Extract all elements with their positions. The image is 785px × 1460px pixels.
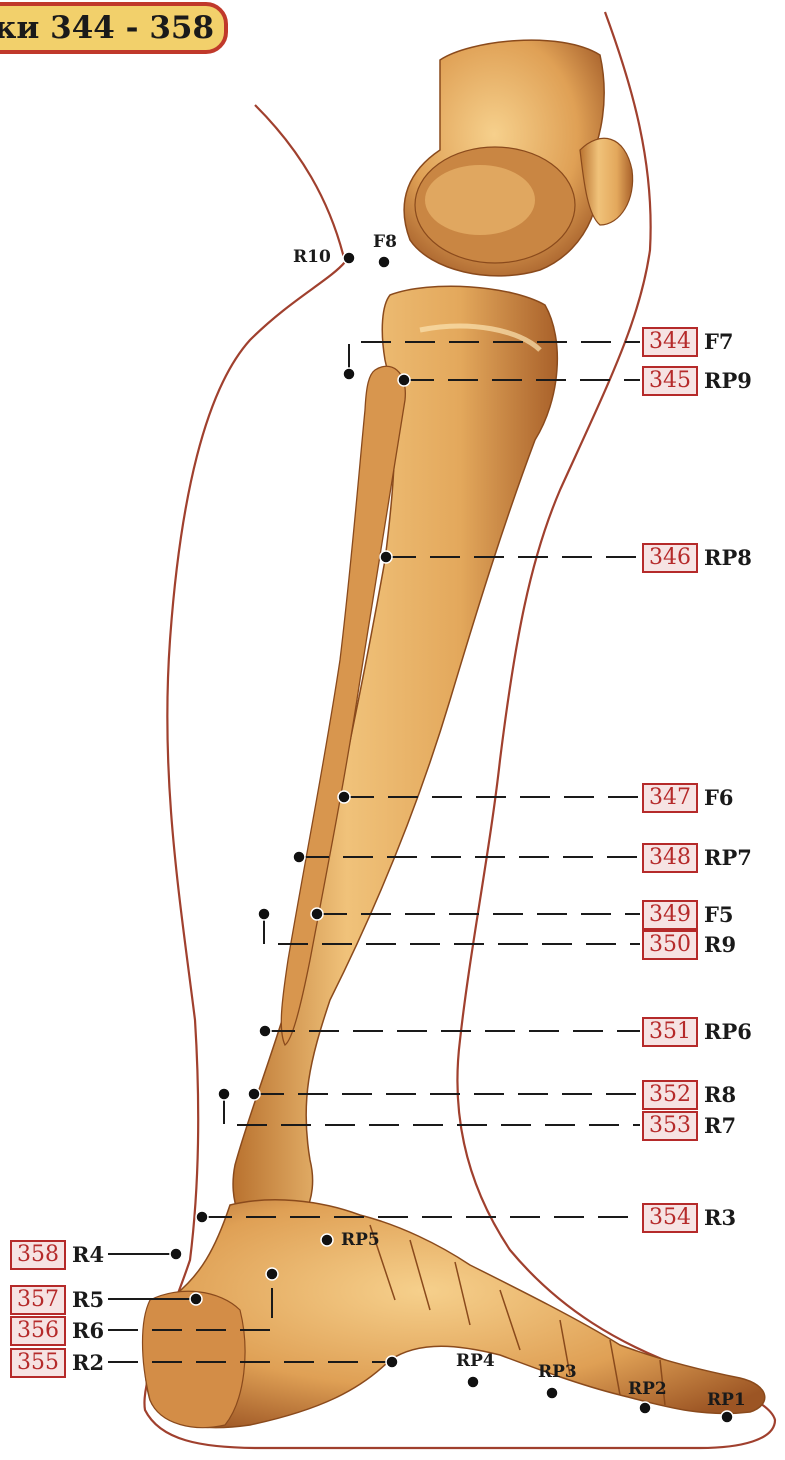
point-number-356: 356 [10, 1316, 66, 1346]
point-number-346: 346 [642, 543, 698, 573]
point-code-f7: F7 [704, 329, 734, 355]
point-rp5 [321, 1234, 333, 1246]
point-number-344: 344 [642, 327, 698, 357]
point-label-f8: F8 [373, 232, 397, 252]
point-code-rp9: RP9 [704, 368, 752, 394]
point-353 [218, 1088, 230, 1100]
point-348 [293, 851, 305, 863]
point-label-rp4: RP4 [456, 1351, 495, 1371]
point-code-r4: R4 [72, 1242, 104, 1268]
point-356 [266, 1268, 278, 1280]
point-rp3 [546, 1387, 558, 1399]
point-358 [170, 1248, 182, 1260]
point-label-rp5: RP5 [341, 1230, 380, 1250]
point-label-rp1: RP1 [707, 1390, 746, 1410]
point-number-353: 353 [642, 1111, 698, 1141]
foot-bones [143, 1200, 765, 1428]
point-code-rp6: RP6 [704, 1019, 752, 1045]
point-345 [398, 374, 410, 386]
point-code-r9: R9 [704, 932, 736, 958]
point-number-357: 357 [10, 1285, 66, 1315]
point-352 [248, 1088, 260, 1100]
point-code-r7: R7 [704, 1113, 736, 1139]
point-code-rp8: RP8 [704, 545, 752, 571]
point-number-347: 347 [642, 783, 698, 813]
point-number-349: 349 [642, 900, 698, 930]
point-357 [190, 1293, 202, 1305]
point-344 [343, 368, 355, 380]
point-354 [196, 1211, 208, 1223]
point-350 [258, 908, 270, 920]
femur-bone [404, 40, 633, 276]
point-number-351: 351 [642, 1017, 698, 1047]
point-code-r3: R3 [704, 1205, 736, 1231]
title-badge: ки 344 - 358 [0, 2, 228, 54]
point-code-f6: F6 [704, 785, 734, 811]
point-number-348: 348 [642, 843, 698, 873]
point-code-r6: R6 [72, 1318, 104, 1344]
point-code-r5: R5 [72, 1287, 104, 1313]
point-rp4 [467, 1376, 479, 1388]
point-r10 [343, 252, 355, 264]
point-number-358: 358 [10, 1240, 66, 1270]
point-number-354: 354 [642, 1203, 698, 1233]
point-349 [311, 908, 323, 920]
point-347 [338, 791, 350, 803]
point-number-355: 355 [10, 1348, 66, 1378]
point-label-rp3: RP3 [538, 1362, 577, 1382]
point-label-rp2: RP2 [628, 1379, 667, 1399]
point-number-350: 350 [642, 930, 698, 960]
point-code-r8: R8 [704, 1082, 736, 1108]
point-rp1 [721, 1411, 733, 1423]
point-351 [259, 1025, 271, 1037]
point-346 [380, 551, 392, 563]
point-number-345: 345 [642, 366, 698, 396]
point-code-rp7: RP7 [704, 845, 752, 871]
point-number-352: 352 [642, 1080, 698, 1110]
point-code-f5: F5 [704, 902, 734, 928]
point-355 [386, 1356, 398, 1368]
point-rp2 [639, 1402, 651, 1414]
point-f8 [378, 256, 390, 268]
point-code-r2: R2 [72, 1350, 104, 1376]
point-label-r10: R10 [293, 247, 331, 267]
